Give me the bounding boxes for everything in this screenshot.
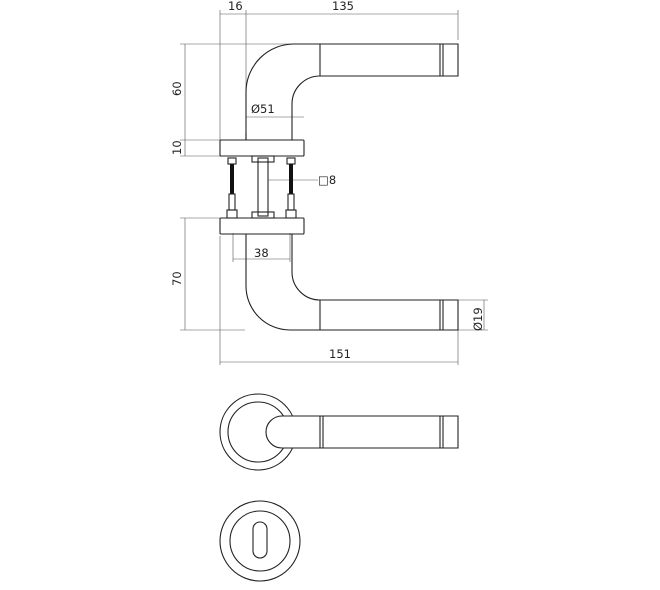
spindle-assembly xyxy=(226,155,297,219)
dim-lever-length: 135 xyxy=(332,0,354,13)
dim-rose-thickness: 10 xyxy=(170,140,184,155)
lower-lever xyxy=(219,217,459,331)
dim-grip-diameter: Ø19 xyxy=(471,307,485,331)
front-view-lever xyxy=(219,393,459,471)
dim-spindle-square: □8 xyxy=(318,173,336,187)
front-view-key-rose xyxy=(219,500,301,582)
dim-rose-offset: 16 xyxy=(228,0,243,13)
upper-lever xyxy=(219,43,459,157)
dim-screw-spacing: 38 xyxy=(254,246,269,260)
dim-lower-height: 70 xyxy=(170,271,184,286)
dimension-lines xyxy=(180,10,488,365)
dim-lever-height: 60 xyxy=(170,81,184,96)
dim-rose-diameter: Ø51 xyxy=(251,102,275,116)
dimension-labels: 16 135 60 Ø51 10 □8 38 70 151 Ø19 xyxy=(170,0,485,361)
keyhole-icon xyxy=(252,521,268,559)
dim-overall-length: 151 xyxy=(329,347,351,361)
